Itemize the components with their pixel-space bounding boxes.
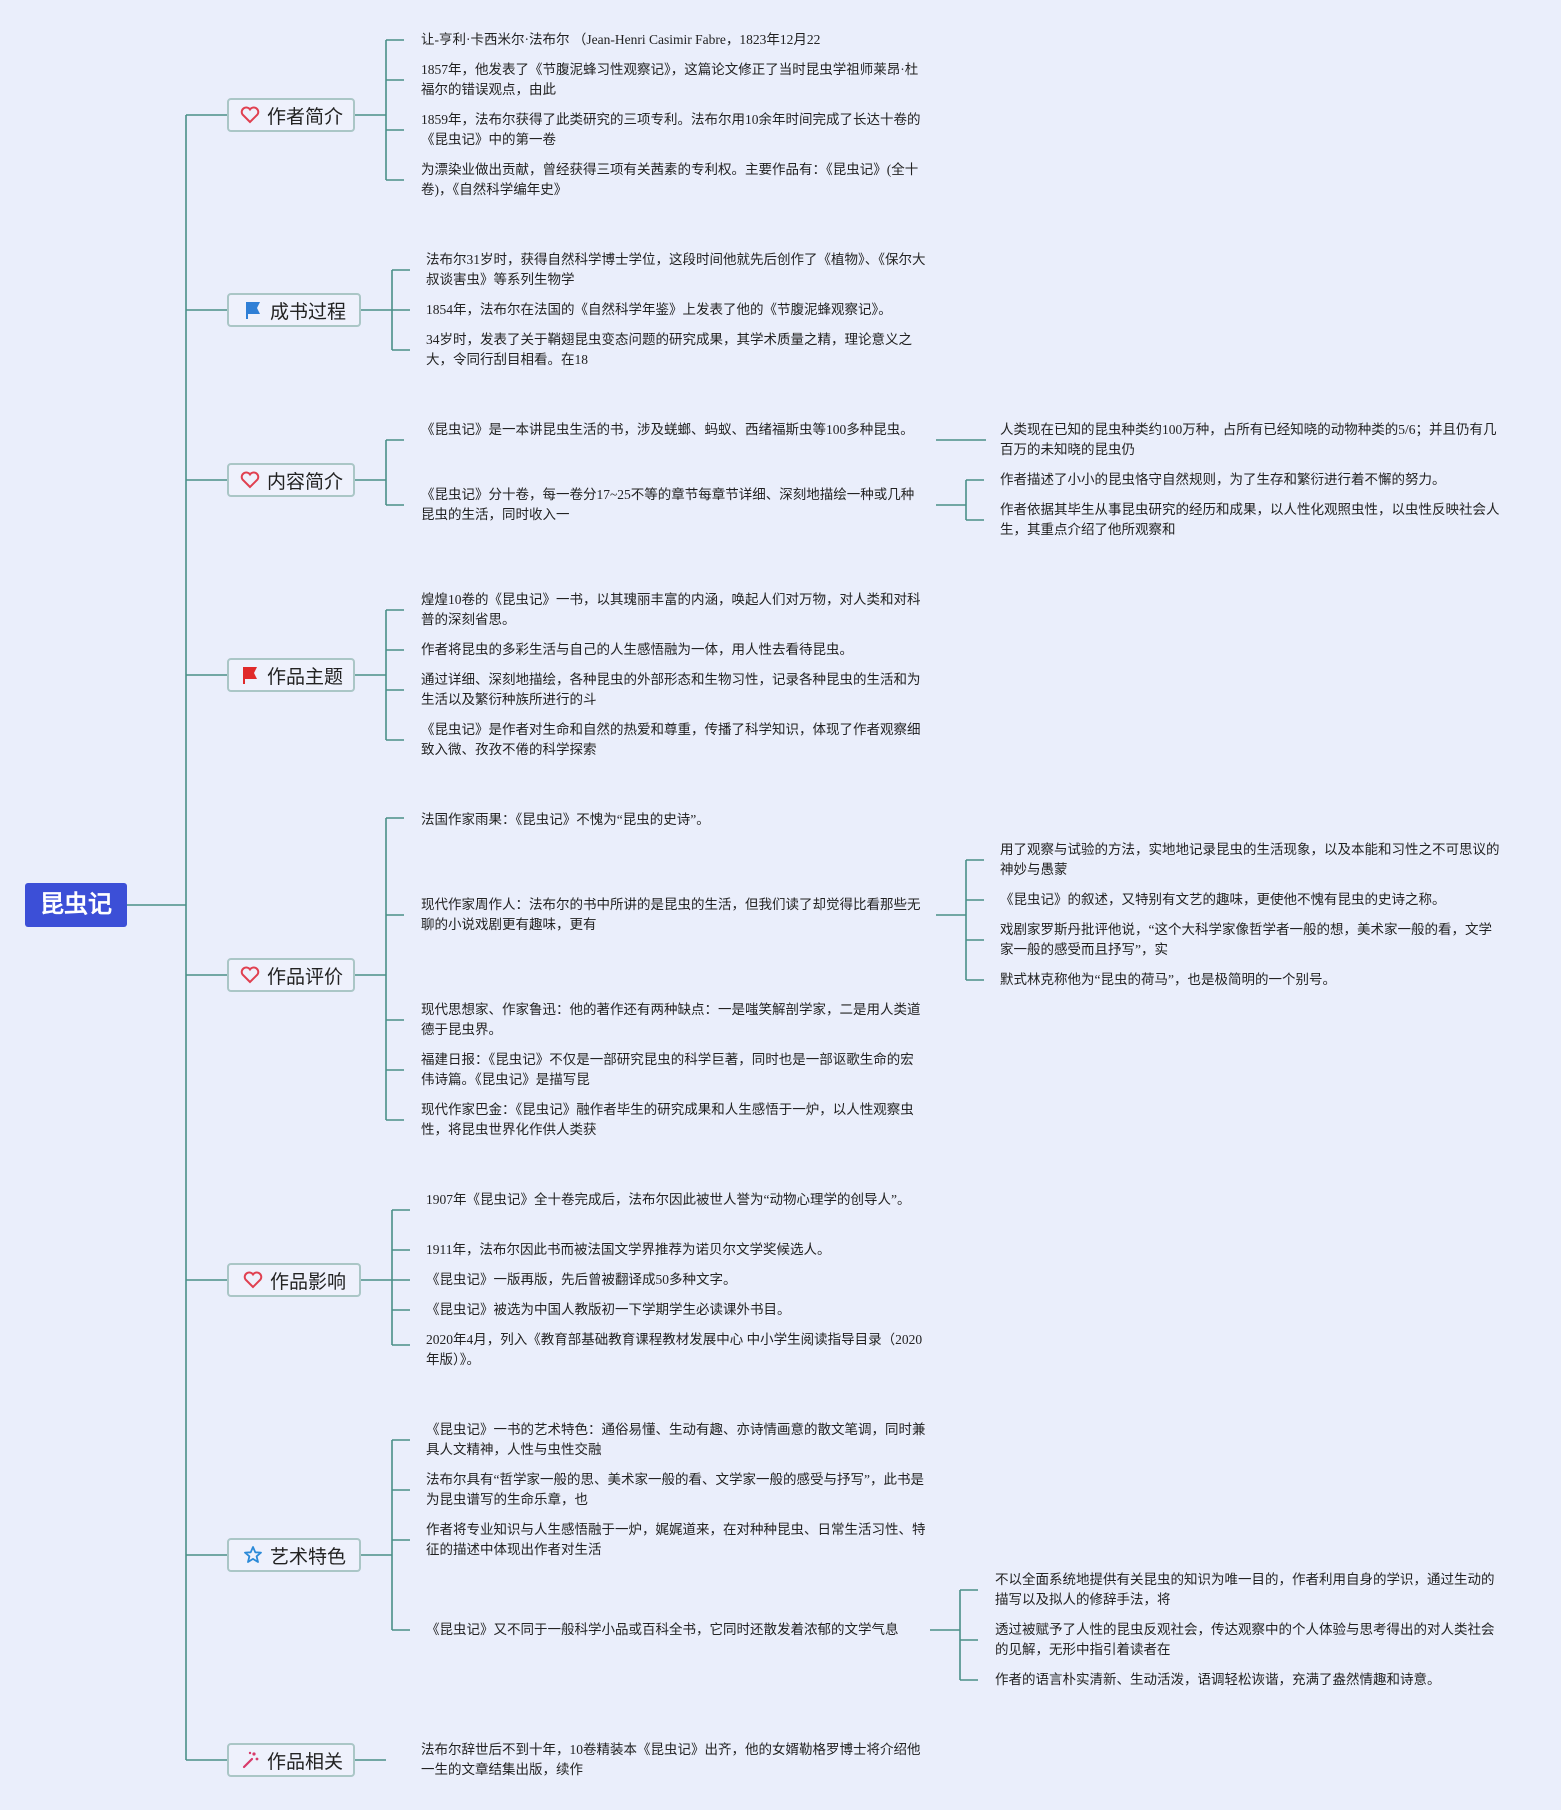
branch-label: 内容简介 — [266, 471, 343, 493]
branch-author[interactable]: 作者简介 — [227, 98, 355, 132]
leaf-text: 34岁时，发表了关于鞘翅昆虫变态问题的研究成果，其学术质量之精，理论意义之大，令… — [426, 332, 912, 367]
leaf-text: 1857年，他发表了《节腹泥蜂习性观察记》，这篇论文修正了当时昆虫学祖师莱昂·杜… — [421, 62, 919, 97]
leaf-text: 现代作家巴金：《昆虫记》融作者毕生的研究成果和人生感悟于一炉，以人性观察虫性，将… — [421, 1102, 914, 1137]
leaf-text: 为漂染业做出贡献，曾经获得三项有关茜素的专利权。主要作品有：《昆虫记》(全十卷)… — [421, 162, 919, 197]
leaf-text: 法国作家雨果：《昆虫记》不愧为“昆虫的史诗”。 — [421, 812, 710, 827]
leaf-text: 让-亨利·卡西米尔·法布尔 （Jean-Henri Casimir Fabre，… — [421, 32, 821, 47]
branch-theme[interactable]: 作品主题 — [227, 658, 355, 692]
branch-label: 作者简介 — [266, 106, 343, 128]
branch-label: 作品影响 — [269, 1271, 346, 1293]
leaf-text: 不以全面系统地提供有关昆虫的知识为唯一目的，作者利用自身的学识，通过生动的描写以… — [995, 1572, 1495, 1607]
star-icon — [242, 1544, 264, 1566]
leaf-text: 煌煌10卷的《昆虫记》一书，以其瑰丽丰富的内涵，唤起人们对万物，对人类和对科普的… — [421, 592, 921, 627]
branch-label: 成书过程 — [269, 301, 346, 323]
root-node[interactable]: 昆虫记 — [25, 883, 127, 927]
blue-flag-icon — [242, 299, 264, 321]
branch-label: 艺术特色 — [269, 1546, 346, 1568]
branch-art[interactable]: 艺术特色 — [227, 1538, 361, 1572]
leaf-text: 作者依据其毕生从事昆虫研究的经历和成果，以人性化观照虫性，以虫性反映社会人生，其… — [1000, 502, 1500, 537]
leaf-text: 通过详细、深刻地描绘，各种昆虫的外部形态和生物习性，记录各种昆虫的生活和为生活以… — [421, 672, 921, 707]
leaf-text: 法布尔31岁时，获得自然科学博士学位，这段时间他就先后创作了《植物》、《保尔大叔… — [426, 252, 926, 287]
leaf-text: 人类现在已知的昆虫种类约100万种，占所有已经知晓的动物种类的5/6；并且仍有几… — [1000, 422, 1497, 457]
leaf-text: 作者将昆虫的多彩生活与自己的人生感悟融为一体，用人性去看待昆虫。 — [421, 642, 853, 657]
red-flag-icon — [239, 664, 261, 686]
leaf-text: 《昆虫记》又不同于一般科学小品或百科全书，它同时还散发着浓郁的文学气息 — [426, 1622, 899, 1637]
leaf-text: 作者将专业知识与人生感悟融于一炉，娓娓道来，在对种种昆虫、日常生活习性、特征的描… — [426, 1522, 926, 1557]
branch-writing-process[interactable]: 成书过程 — [227, 293, 361, 327]
leaf-text: 作者描述了小小的昆虫恪守自然规则，为了生存和繁衍进行着不懈的努力。 — [1000, 472, 1446, 487]
branch-review[interactable]: 作品评价 — [227, 958, 355, 992]
leaf-text: 作者的语言朴实清新、生动活泼，语调轻松诙谐，充满了盎然情趣和诗意。 — [995, 1672, 1441, 1687]
branch-label: 作品相关 — [266, 1751, 343, 1773]
branch-influence[interactable]: 作品影响 — [227, 1263, 361, 1297]
leaf-text: 现代作家周作人：法布尔的书中所讲的是昆虫的生活，但我们读了却觉得比看那些无聊的小… — [421, 897, 921, 932]
leaf-text: 1907年《昆虫记》全十卷完成后，法布尔因此被世人誉为“动物心理学的创导人”。 — [426, 1192, 911, 1207]
heart-icon — [239, 104, 261, 126]
leaf-text: 《昆虫记》一书的艺术特色：通俗易懂、生动有趣、亦诗情画意的散文笔调，同时兼具人文… — [426, 1422, 926, 1457]
leaf-text: 《昆虫记》是一本讲昆虫生活的书，涉及蜣螂、蚂蚁、西绪福斯虫等100多种昆虫。 — [421, 422, 914, 437]
branch-label: 作品主题 — [266, 666, 343, 688]
sparkle-icon — [239, 1749, 261, 1771]
leaf-text: 《昆虫记》是作者对生命和自然的热爱和尊重，传播了科学知识，体现了作者观察细致入微… — [421, 722, 921, 757]
heart-icon — [242, 1269, 264, 1291]
branch-related[interactable]: 作品相关 — [227, 1743, 355, 1777]
heart-icon — [239, 469, 261, 491]
leaf-text: 用了观察与试验的方法，实地地记录昆虫的生活现象，以及本能和习性之不可思议的神妙与… — [1000, 842, 1500, 877]
leaf-text: 法布尔具有“哲学家一般的思、美术家一般的看、文学家一般的感受与抒写”，此书是为昆… — [426, 1472, 924, 1507]
branch-content[interactable]: 内容简介 — [227, 463, 355, 497]
leaf-text: 《昆虫记》被选为中国人教版初一下学期学生必读课外书目。 — [426, 1302, 791, 1317]
leaf-text: 默式林克称他为“昆虫的荷马”，也是极简明的一个别号。 — [1000, 972, 1336, 987]
leaf-text: 1859年，法布尔获得了此类研究的三项专利。法布尔用10余年时间完成了长达十卷的… — [421, 112, 921, 147]
leaf-text: 福建日报：《昆虫记》不仅是一部研究昆虫的科学巨著，同时也是一部讴歌生命的宏伟诗篇… — [421, 1052, 914, 1087]
leaf-text: 1911年，法布尔因此书而被法国文学界推荐为诺贝尔文学奖候选人。 — [426, 1242, 831, 1257]
branch-label: 作品评价 — [266, 966, 343, 988]
leaf-text: 透过被赋予了人性的昆虫反观社会，传达观察中的个人体验与思考得出的对人类社会的见解… — [995, 1622, 1495, 1657]
leaf-text: 《昆虫记》的叙述，又特别有文艺的趣味，更使他不愧有昆虫的史诗之称。 — [1000, 892, 1446, 907]
leaf-text: 现代思想家、作家鲁迅：他的著作还有两种缺点：一是嗤笑解剖学家，二是用人类道德于昆… — [421, 1002, 921, 1037]
leaf-text: 1854年，法布尔在法国的《自然科学年鉴》上发表了他的《节腹泥蜂观察记》。 — [426, 302, 892, 317]
leaf-text: 《昆虫记》一版再版，先后曾被翻译成50多种文字。 — [426, 1272, 737, 1287]
heart-icon — [239, 964, 261, 986]
leaf-text: 法布尔辞世后不到十年，10卷精装本《昆虫记》出齐，他的女婿勒格罗博士将介绍他一生… — [421, 1742, 921, 1777]
leaf-text: 戏剧家罗斯丹批评他说，“这个大科学家像哲学者一般的想，美术家一般的看，文学家一般… — [1000, 922, 1492, 957]
leaf-text: 《昆虫记》分十卷，每一卷分17~25不等的章节每章节详细、深刻地描绘一种或几种昆… — [421, 487, 915, 522]
leaf-text: 2020年4月，列入《教育部基础教育课程教材发展中心 中小学生阅读指导目录（20… — [426, 1332, 923, 1367]
